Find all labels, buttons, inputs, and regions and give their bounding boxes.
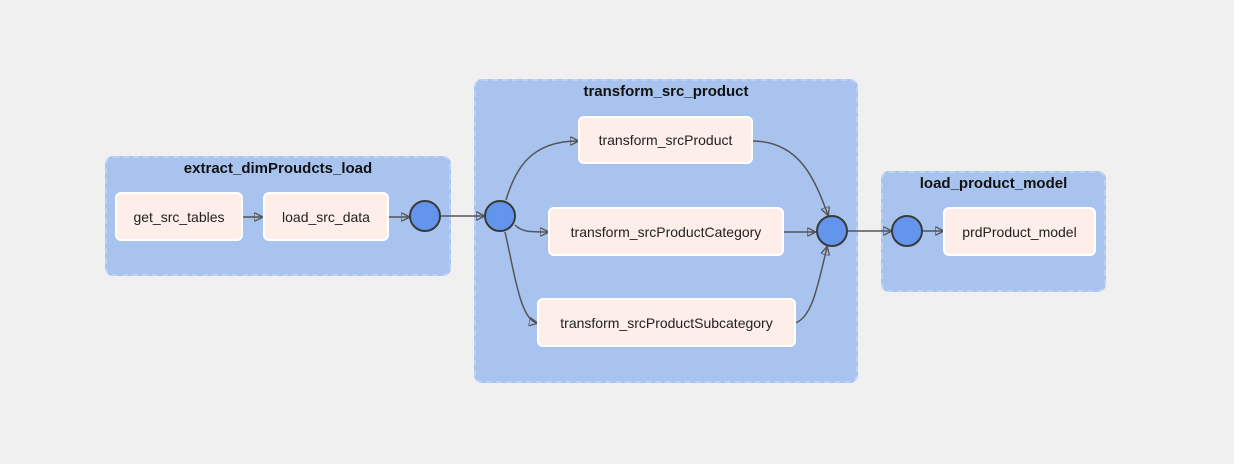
task-transform-srcproduct[interactable]: transform_srcProduct bbox=[578, 116, 753, 164]
task-transform-srcproductsubcategory[interactable]: transform_srcProductSubcategory bbox=[537, 298, 796, 347]
group-title-extract: extract_dimProudcts_load bbox=[183, 160, 373, 177]
task-transform-srcproductcategory[interactable]: transform_srcProductCategory bbox=[548, 207, 784, 256]
join-node-transform[interactable] bbox=[816, 215, 848, 247]
join-node-extract[interactable] bbox=[409, 200, 441, 232]
task-get-src-tables[interactable]: get_src_tables bbox=[115, 192, 243, 241]
task-load-src-data[interactable]: load_src_data bbox=[263, 192, 389, 241]
split-node-load[interactable] bbox=[891, 215, 923, 247]
group-title-transform: transform_src_product bbox=[583, 83, 749, 100]
group-title-load: load_product_model bbox=[919, 175, 1068, 192]
split-node-transform[interactable] bbox=[484, 200, 516, 232]
task-prdproduct-model[interactable]: prdProduct_model bbox=[943, 207, 1096, 256]
